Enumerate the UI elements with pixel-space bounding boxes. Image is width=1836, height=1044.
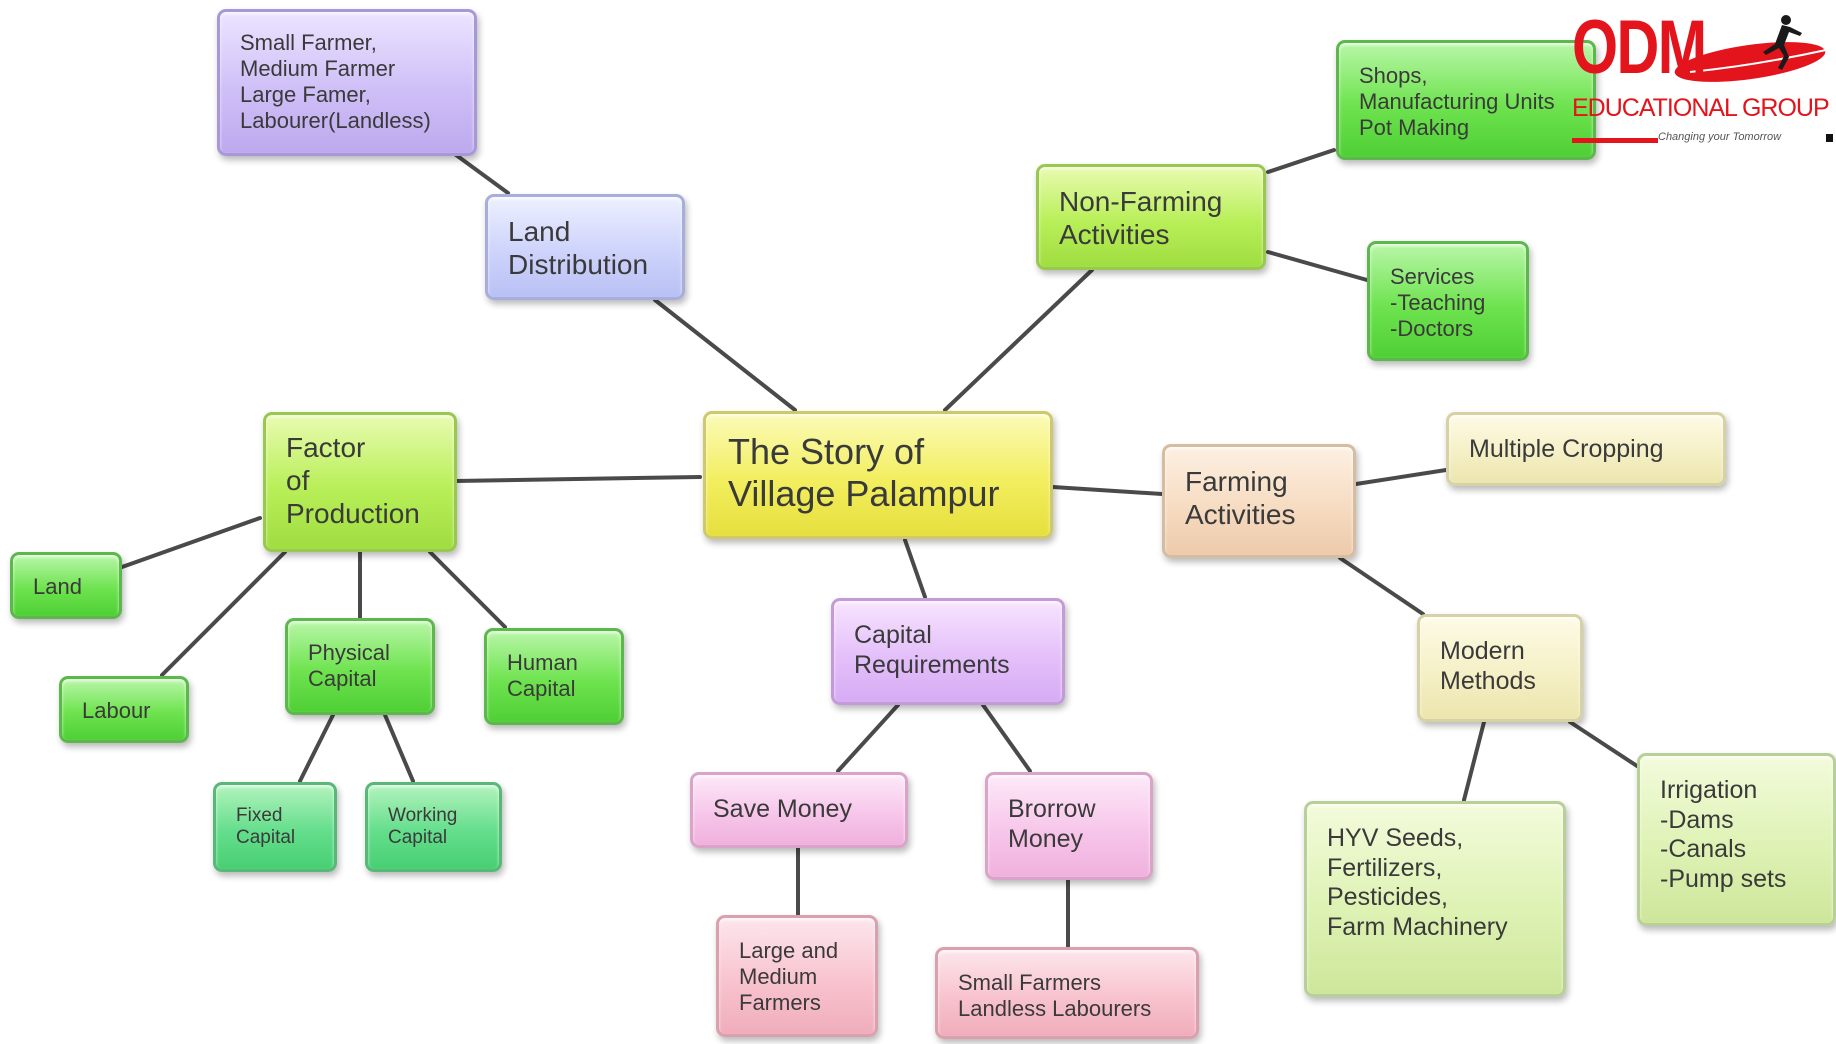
land-distribution-node[interactable]: Land Distribution — [485, 194, 685, 300]
large-medium-farmers-node[interactable]: Large and Medium Farmers — [716, 915, 878, 1037]
services-node[interactable]: Services -Teaching -Doctors — [1367, 241, 1529, 361]
working-capital-node[interactable]: Working Capital — [365, 782, 502, 872]
modern-methods-node[interactable]: Modern Methods — [1417, 614, 1583, 722]
edge-capital-borrow — [981, 703, 1032, 773]
edge-physical-working — [383, 713, 415, 783]
edge-factor-labour — [160, 550, 287, 677]
logo-tagline: Changing your Tomorrow — [1658, 131, 1782, 143]
physical-capital-node[interactable]: Physical Capital — [285, 618, 435, 715]
shops-node[interactable]: Shops, Manufacturing Units Pot Making — [1336, 40, 1596, 160]
edge-center-capital — [903, 538, 927, 599]
factor-of-production-node[interactable]: Factor of Production — [263, 412, 457, 552]
edge-capital-save — [836, 703, 900, 773]
edge-factor-human — [428, 550, 507, 629]
edge-center-factor — [453, 475, 702, 483]
edge-farmer-types-land-distribution — [450, 150, 510, 195]
edge-modern-irrigation — [1568, 720, 1639, 768]
edge-land-distribution-center — [653, 298, 797, 412]
odm-educational-group-logo: ODM EDUCATIONAL GROUP Changing your Tomo… — [1570, 10, 1836, 150]
non-farming-activities-node[interactable]: Non-Farming Activities — [1036, 164, 1266, 270]
edge-non-farming-services — [1266, 250, 1369, 282]
farming-activities-node[interactable]: Farming Activities — [1162, 444, 1356, 558]
hyv-seeds-node[interactable]: HYV Seeds, Fertilizers, Pesticides, Farm… — [1304, 801, 1566, 997]
edge-farming-modern — [1338, 556, 1425, 616]
edge-modern-hyv — [1462, 720, 1486, 802]
runner-figure-icon — [1763, 15, 1802, 70]
borrow-money-node[interactable]: Brorrow Money — [985, 772, 1153, 880]
irrigation-node[interactable]: Irrigation -Dams -Canals -Pump sets — [1637, 753, 1836, 926]
capital-requirements-node[interactable]: Capital Requirements — [831, 598, 1065, 705]
edge-center-farming — [1051, 485, 1164, 496]
edge-center-non-farming — [943, 268, 1094, 412]
edge-farming-multiple — [1354, 468, 1448, 486]
multiple-cropping-node[interactable]: Multiple Cropping — [1446, 412, 1726, 486]
human-capital-node[interactable]: Human Capital — [484, 628, 624, 725]
small-farmers-node[interactable]: Small Farmers Landless Labourers — [935, 947, 1199, 1039]
central-topic-node[interactable]: The Story of Village Palampur — [703, 411, 1053, 539]
save-money-node[interactable]: Save Money — [690, 772, 908, 848]
labour-node[interactable]: Labour — [59, 676, 189, 743]
fixed-capital-node[interactable]: Fixed Capital — [213, 782, 337, 872]
farmer-types-node[interactable]: Small Farmer, Medium Farmer Large Famer,… — [217, 9, 477, 156]
logo-brand-text: ODM — [1572, 5, 1707, 90]
edge-non-farming-shops — [1266, 148, 1336, 174]
logo-subtitle: EDUCATIONAL GROUP — [1572, 94, 1830, 122]
land-node[interactable]: Land — [10, 552, 122, 619]
edge-physical-fixed — [298, 713, 335, 783]
edge-factor-land — [120, 516, 262, 569]
logo-swoosh-graphic — [1572, 15, 1833, 143]
